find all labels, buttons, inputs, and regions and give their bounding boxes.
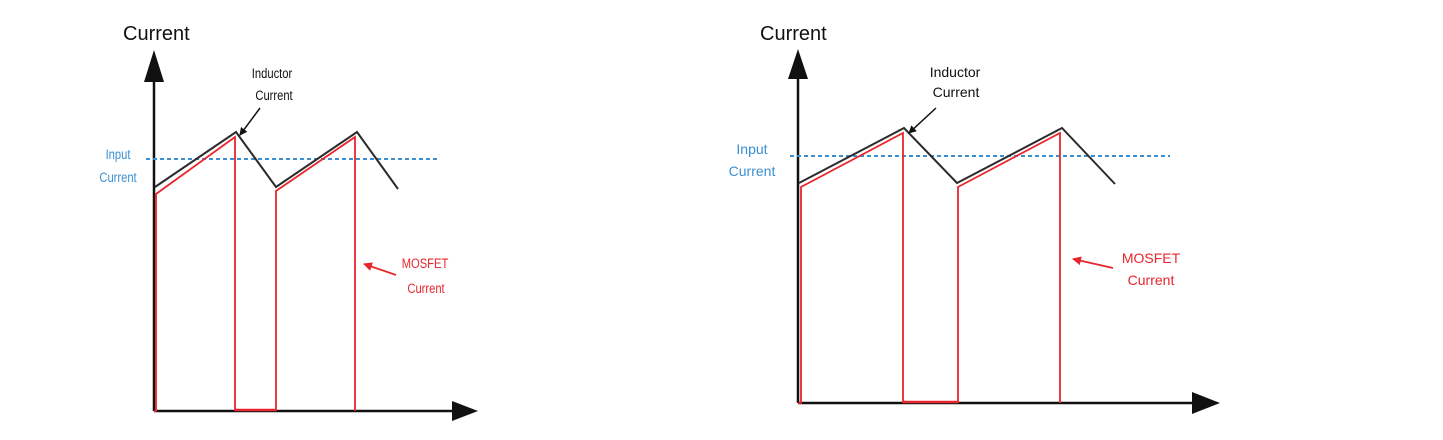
input-current-label-2: Current — [99, 170, 137, 185]
inductor-current-label: Inductor — [930, 64, 981, 80]
mosfet-current-waveform — [154, 135, 356, 412]
input-current-label-2: Current — [729, 163, 776, 179]
inductor-current-label-2: Current — [933, 84, 980, 100]
inductor-pointer-arrow — [239, 107, 261, 136]
x-axis-arrowhead — [452, 401, 478, 421]
axes — [788, 49, 1220, 414]
mosfet-pulse-2 — [275, 135, 356, 411]
diagram-right: Current Inductor Current Input Current M… — [729, 23, 1220, 414]
input-current-label: Input — [106, 147, 131, 162]
mosfet-current-label-2: Current — [407, 281, 445, 296]
inductor-current-label: Inductor — [252, 66, 292, 81]
inductor-pointer-arrow — [908, 107, 937, 134]
mosfet-pointer-arrow — [363, 262, 397, 276]
mosfet-current-label: MOSFET — [402, 256, 449, 271]
mosfet-current-label-2: Current — [1128, 272, 1175, 288]
inductor-current-waveform — [154, 130, 399, 190]
mosfet-pulse-2 — [957, 131, 1061, 403]
mosfet-pointer-arrow — [1072, 256, 1114, 269]
mosfet-pulse-1 — [798, 131, 904, 404]
y-axis-title: Current — [760, 23, 827, 45]
y-axis-arrowhead — [788, 49, 808, 79]
mosfet-pulse-1 — [154, 135, 236, 412]
mosfet-current-label: MOSFET — [1122, 250, 1181, 266]
x-axis-arrowhead — [1192, 392, 1220, 414]
mosfet-current-waveform — [798, 131, 1061, 404]
inductor-current-label-2: Current — [255, 88, 293, 103]
inductor-current-waveform — [798, 126, 1116, 185]
input-current-label: Input — [736, 141, 767, 157]
y-axis-title: Current — [123, 23, 190, 45]
axes — [144, 50, 478, 421]
y-axis-arrowhead — [144, 50, 164, 82]
diagram-left: Current Inductor Current Input Current M… — [99, 23, 478, 421]
